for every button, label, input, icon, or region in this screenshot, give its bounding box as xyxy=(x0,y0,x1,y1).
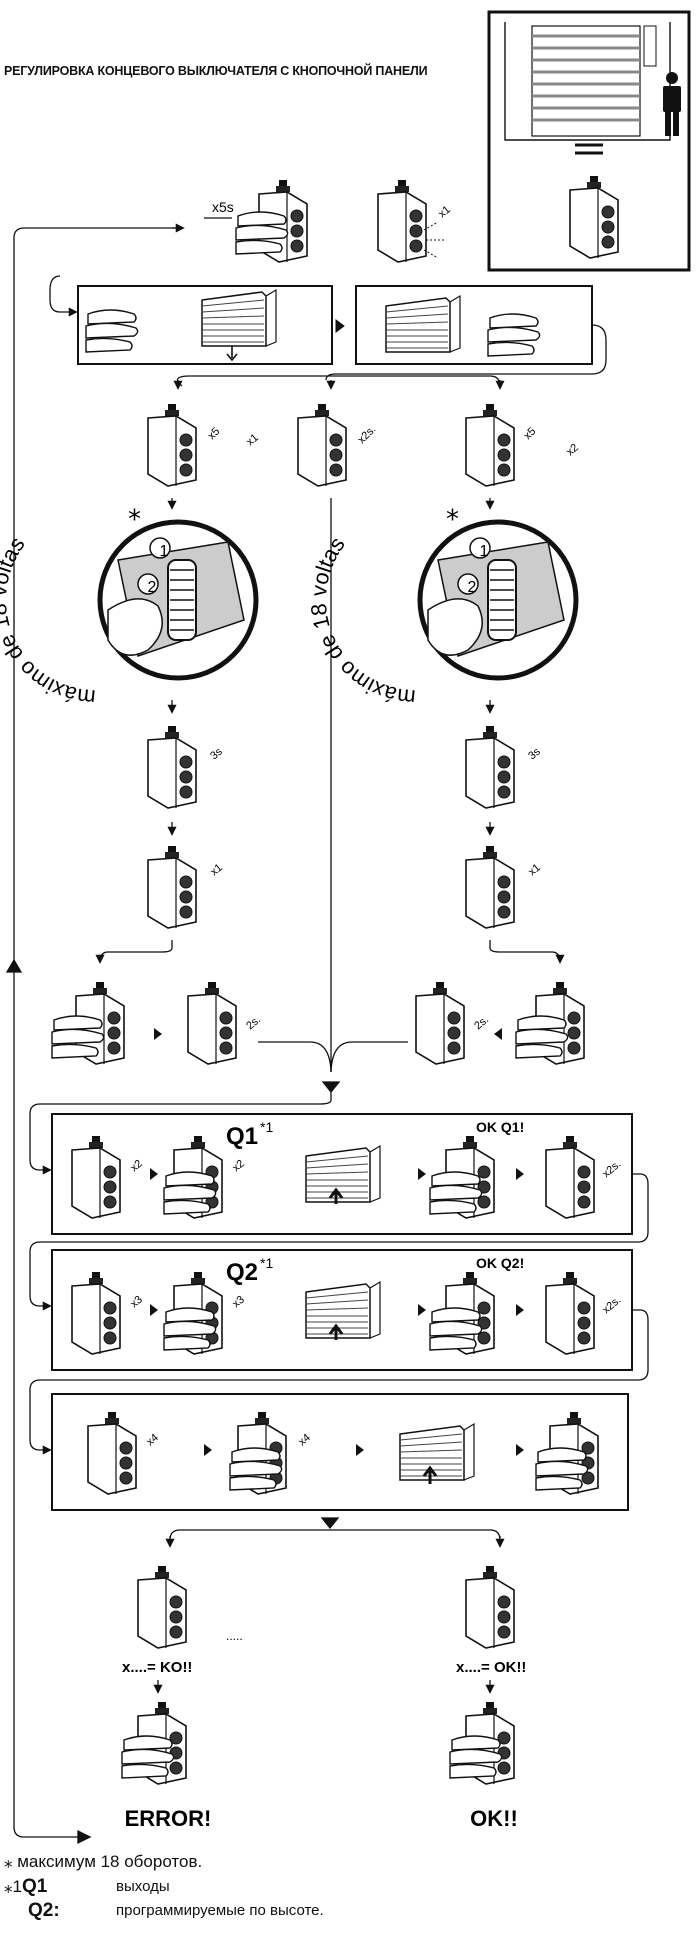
footnote-q2: Q2: программируемые по высоте. xyxy=(28,1900,324,1922)
footnote-star-symbol: ⁎ xyxy=(4,1852,13,1871)
label-3s-right: 3s xyxy=(526,745,543,762)
step-x1: x1 x1 xyxy=(147,845,543,929)
step-2s: 2s. 2s. xyxy=(51,981,585,1065)
footnote-q1-text: выходы xyxy=(116,1878,170,1895)
ok-label: OK!! xyxy=(470,1806,518,1831)
row-q1: x2 x2 Q1 *1 OK Q1! x2s. xyxy=(29,1113,649,1311)
label-x2-right: x2 xyxy=(564,442,581,459)
rotation-label-right: máximo de 18 voltas xyxy=(306,532,417,710)
garage-door-icon xyxy=(531,25,657,137)
label-q1-x2s: x2s. xyxy=(600,1158,623,1180)
label-q1-x2a: x2 xyxy=(128,1158,145,1175)
label-q1-x2b: x2 xyxy=(230,1158,247,1175)
label-dots: ..... xyxy=(226,1629,243,1643)
row-q2: x3 x3 Q2 *1 OK Q2! x2s. xyxy=(29,1249,649,1455)
q1-ok: OK Q1! xyxy=(476,1119,524,1135)
label-x5-right: x5 xyxy=(522,425,539,442)
label-x2s: x2s. xyxy=(356,423,379,446)
outcome-ok: x....= OK!! OK!! xyxy=(449,1565,526,1831)
label-x1-mid-right: x1 xyxy=(526,862,543,879)
q2-label: Q2 xyxy=(226,1259,258,1286)
step-select: x5 x1 x2s. x5 x2 xyxy=(147,403,581,487)
equals-icon xyxy=(575,143,603,155)
label-q2-x3b: x3 xyxy=(230,1294,247,1311)
footnote-q2-text: программируемые по высоте. xyxy=(116,1902,324,1919)
footnote-star: ⁎ максимум 18 оборотов. xyxy=(4,1852,202,1872)
footnote-q1-key: Q1 xyxy=(21,1876,48,1897)
label-2s-right: 2s. xyxy=(472,1014,491,1033)
label-x4b: x4 xyxy=(296,1432,313,1449)
footnote-q2-key: Q2: xyxy=(28,1900,60,1921)
step-one-right: 1 xyxy=(480,543,489,560)
step-one-left: 1 xyxy=(160,543,169,560)
rotation-right: 1 2 máximo de 18 voltas ⁎ xyxy=(306,496,576,710)
footnote-note-symbol: ⁎1 xyxy=(4,1877,22,1896)
top-illustration xyxy=(487,10,691,272)
asterisk-right: ⁎ xyxy=(446,496,459,526)
row-x4: x4 x4 xyxy=(51,1393,629,1511)
label-3s-left: 3s xyxy=(208,745,225,762)
asterisk-left: ⁎ xyxy=(128,496,141,526)
footnote-q1: ⁎1Q1 выходы xyxy=(4,1876,170,1898)
q1-label: Q1 xyxy=(226,1123,258,1150)
q1-star: *1 xyxy=(260,1119,273,1135)
label-2s-left: 2s. xyxy=(244,1014,263,1033)
label-q2-x3a: x3 xyxy=(128,1294,145,1311)
label-x1-left: x1 xyxy=(244,432,261,449)
control-box-icon xyxy=(569,175,619,259)
label-x5s: x5s xyxy=(212,199,234,215)
page-title: РЕГУЛИРОВКА КОНЦЕВОГО ВЫКЛЮЧАТЕЛЯ С КНОП… xyxy=(4,64,428,78)
label-x1-a: x1 xyxy=(436,204,453,221)
q2-ok: OK Q2! xyxy=(476,1255,524,1271)
step-two-left: 2 xyxy=(148,579,157,596)
return-loop xyxy=(5,223,185,1845)
person-icon xyxy=(663,72,681,136)
ko-formula: x....= KO!! xyxy=(122,1659,192,1676)
rotation-left: 1 2 máximo de 18 voltas ⁎ xyxy=(0,496,256,710)
step-door-open xyxy=(49,275,607,381)
label-q2-x2s: x2s. xyxy=(600,1294,623,1316)
error-label: ERROR! xyxy=(125,1806,212,1831)
step-3s: 3s 3s xyxy=(147,725,543,809)
ok-formula: x....= OK!! xyxy=(456,1659,526,1676)
label-x4a: x4 xyxy=(144,1432,161,1449)
footnote-star-text: максимум 18 оборотов. xyxy=(17,1852,203,1871)
step-two-right: 2 xyxy=(468,579,477,596)
label-x1-mid-left: x1 xyxy=(208,862,225,879)
q2-star: *1 xyxy=(260,1255,273,1271)
outcome-ko: ..... x....= KO!! ERROR! xyxy=(121,1565,243,1831)
step-open: x5s x1 xyxy=(204,179,453,263)
label-x5-left: x5 xyxy=(206,425,223,442)
